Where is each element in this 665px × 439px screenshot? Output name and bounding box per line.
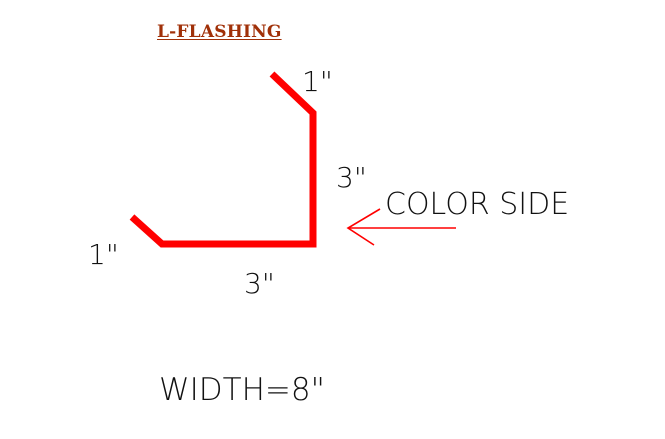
- vertical-leg-dimension: 3": [336, 161, 367, 194]
- top-flange-dimension: 1": [302, 65, 333, 98]
- l-flashing-profile: [129, 71, 317, 248]
- diagram-title: L-FLASHING: [157, 22, 282, 42]
- width-label: WIDTH=8": [159, 372, 325, 408]
- horizontal-leg-dimension: 3": [244, 267, 275, 300]
- color-side-label: COLOR SIDE: [385, 187, 570, 222]
- bottom-flange-dimension: 1": [88, 238, 119, 271]
- color-side-arrow: [346, 208, 456, 246]
